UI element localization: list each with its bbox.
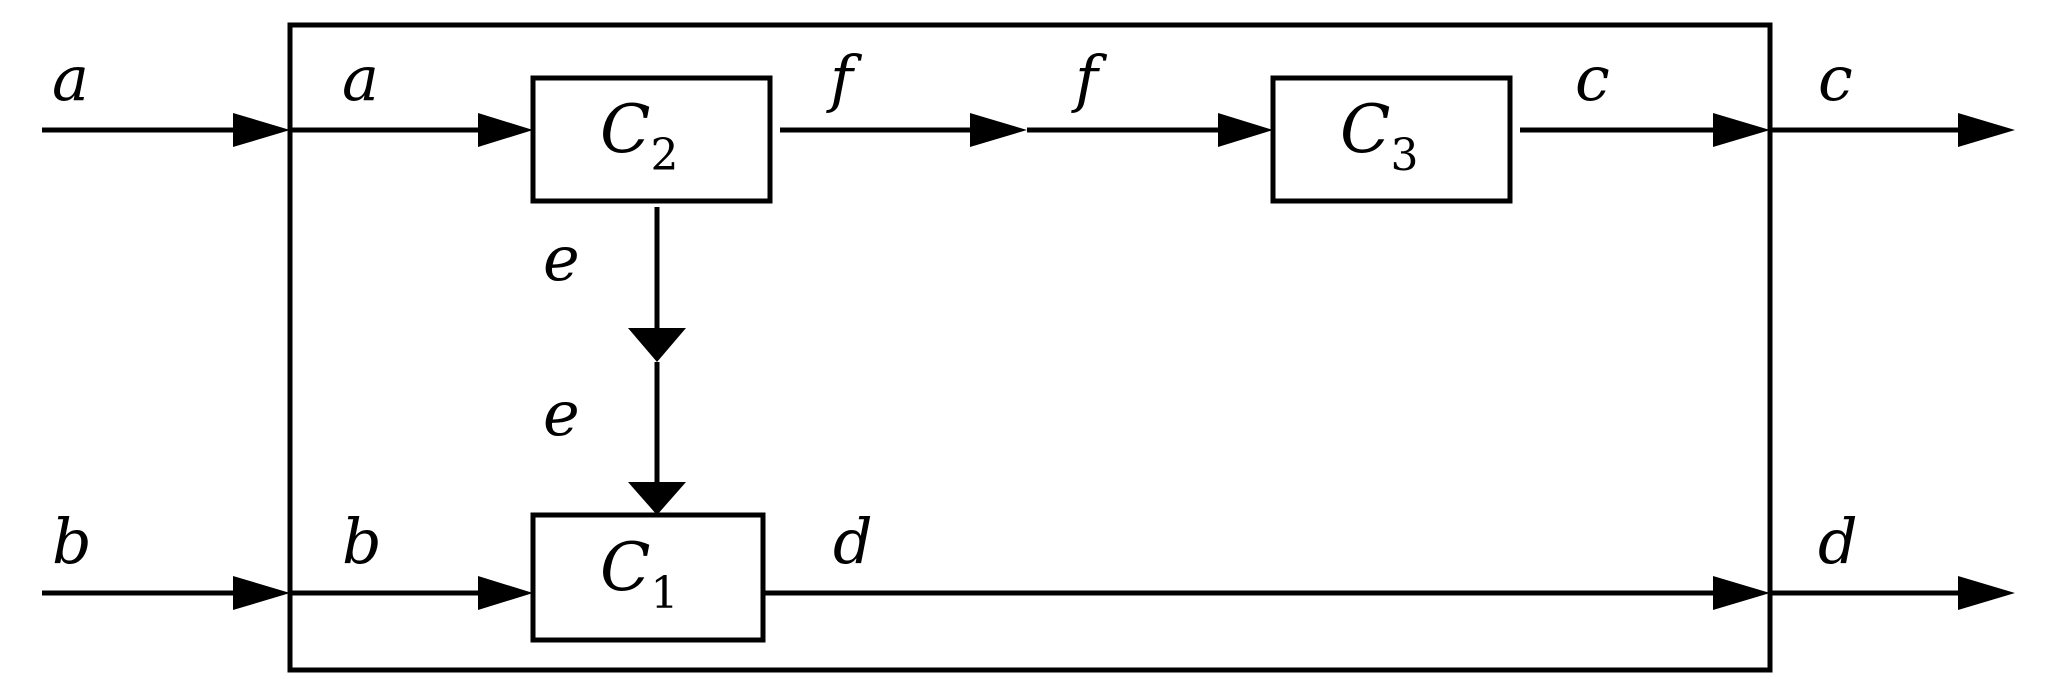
arrowhead-e-upper — [628, 328, 686, 362]
arrowhead-c-inner — [1713, 113, 1770, 147]
arrowhead-e-lower — [628, 482, 686, 515]
block-c2-subscript: 2 — [651, 130, 679, 181]
label-f-right: f — [1071, 42, 1108, 115]
svg-text:C3: C3 — [1340, 91, 1419, 181]
label-a-inner: a — [342, 42, 379, 115]
arrowhead-c-outer — [1958, 113, 2015, 147]
block-c1: C1 — [530, 512, 766, 643]
block-c3: C3 — [1270, 75, 1513, 204]
block-c2-letter: C — [600, 91, 651, 168]
block-c3-subscript: 3 — [1391, 130, 1419, 181]
label-b-inner: b — [342, 505, 382, 578]
svg-text:C1: C1 — [600, 529, 679, 619]
label-d-outer: d — [1818, 505, 1858, 578]
label-f-left: f — [826, 42, 863, 115]
arrowhead-d-inner — [1713, 576, 1770, 610]
arrowhead-b-inner — [478, 576, 533, 610]
arrowhead-b-outer — [233, 576, 290, 610]
label-e-upper: e — [543, 222, 580, 295]
label-c-inner: c — [1575, 42, 1610, 115]
arrowhead-d-outer — [1958, 576, 2015, 610]
label-e-lower: e — [543, 377, 580, 450]
svg-text:C2: C2 — [600, 91, 679, 181]
block-c3-letter: C — [1340, 91, 1391, 168]
block-c1-letter: C — [600, 529, 651, 606]
label-c-outer: c — [1818, 42, 1853, 115]
arrowhead-a-inner — [478, 113, 533, 147]
block-c2: C2 — [530, 75, 773, 204]
label-d-inner: d — [833, 505, 873, 578]
block-c1-subscript: 1 — [651, 568, 679, 619]
composite-boundary — [287, 22, 1773, 673]
arrowhead-a-outer — [233, 113, 290, 147]
arrowhead-f-left — [970, 113, 1027, 147]
label-b-outer: b — [52, 505, 92, 578]
label-a-outer: a — [52, 42, 89, 115]
arrowhead-f-right — [1218, 113, 1273, 147]
